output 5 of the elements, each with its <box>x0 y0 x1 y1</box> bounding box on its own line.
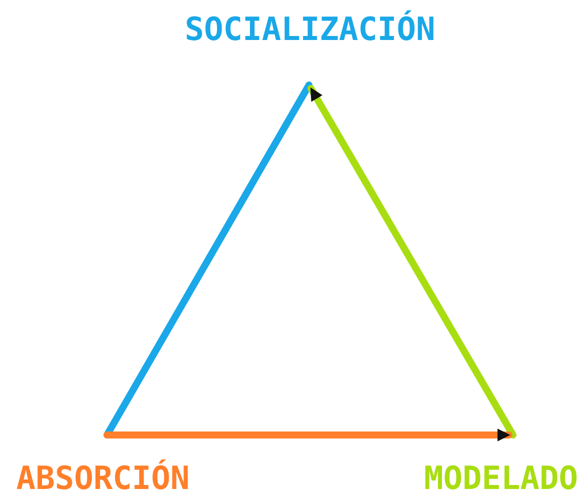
vertex-label: MODELADO <box>424 461 578 495</box>
arrow <box>104 428 512 442</box>
vertex-label: SOCIALIZACIÓN <box>184 12 436 46</box>
arrow <box>308 84 516 438</box>
vertex-label: ABSORCIÓN <box>16 461 190 495</box>
